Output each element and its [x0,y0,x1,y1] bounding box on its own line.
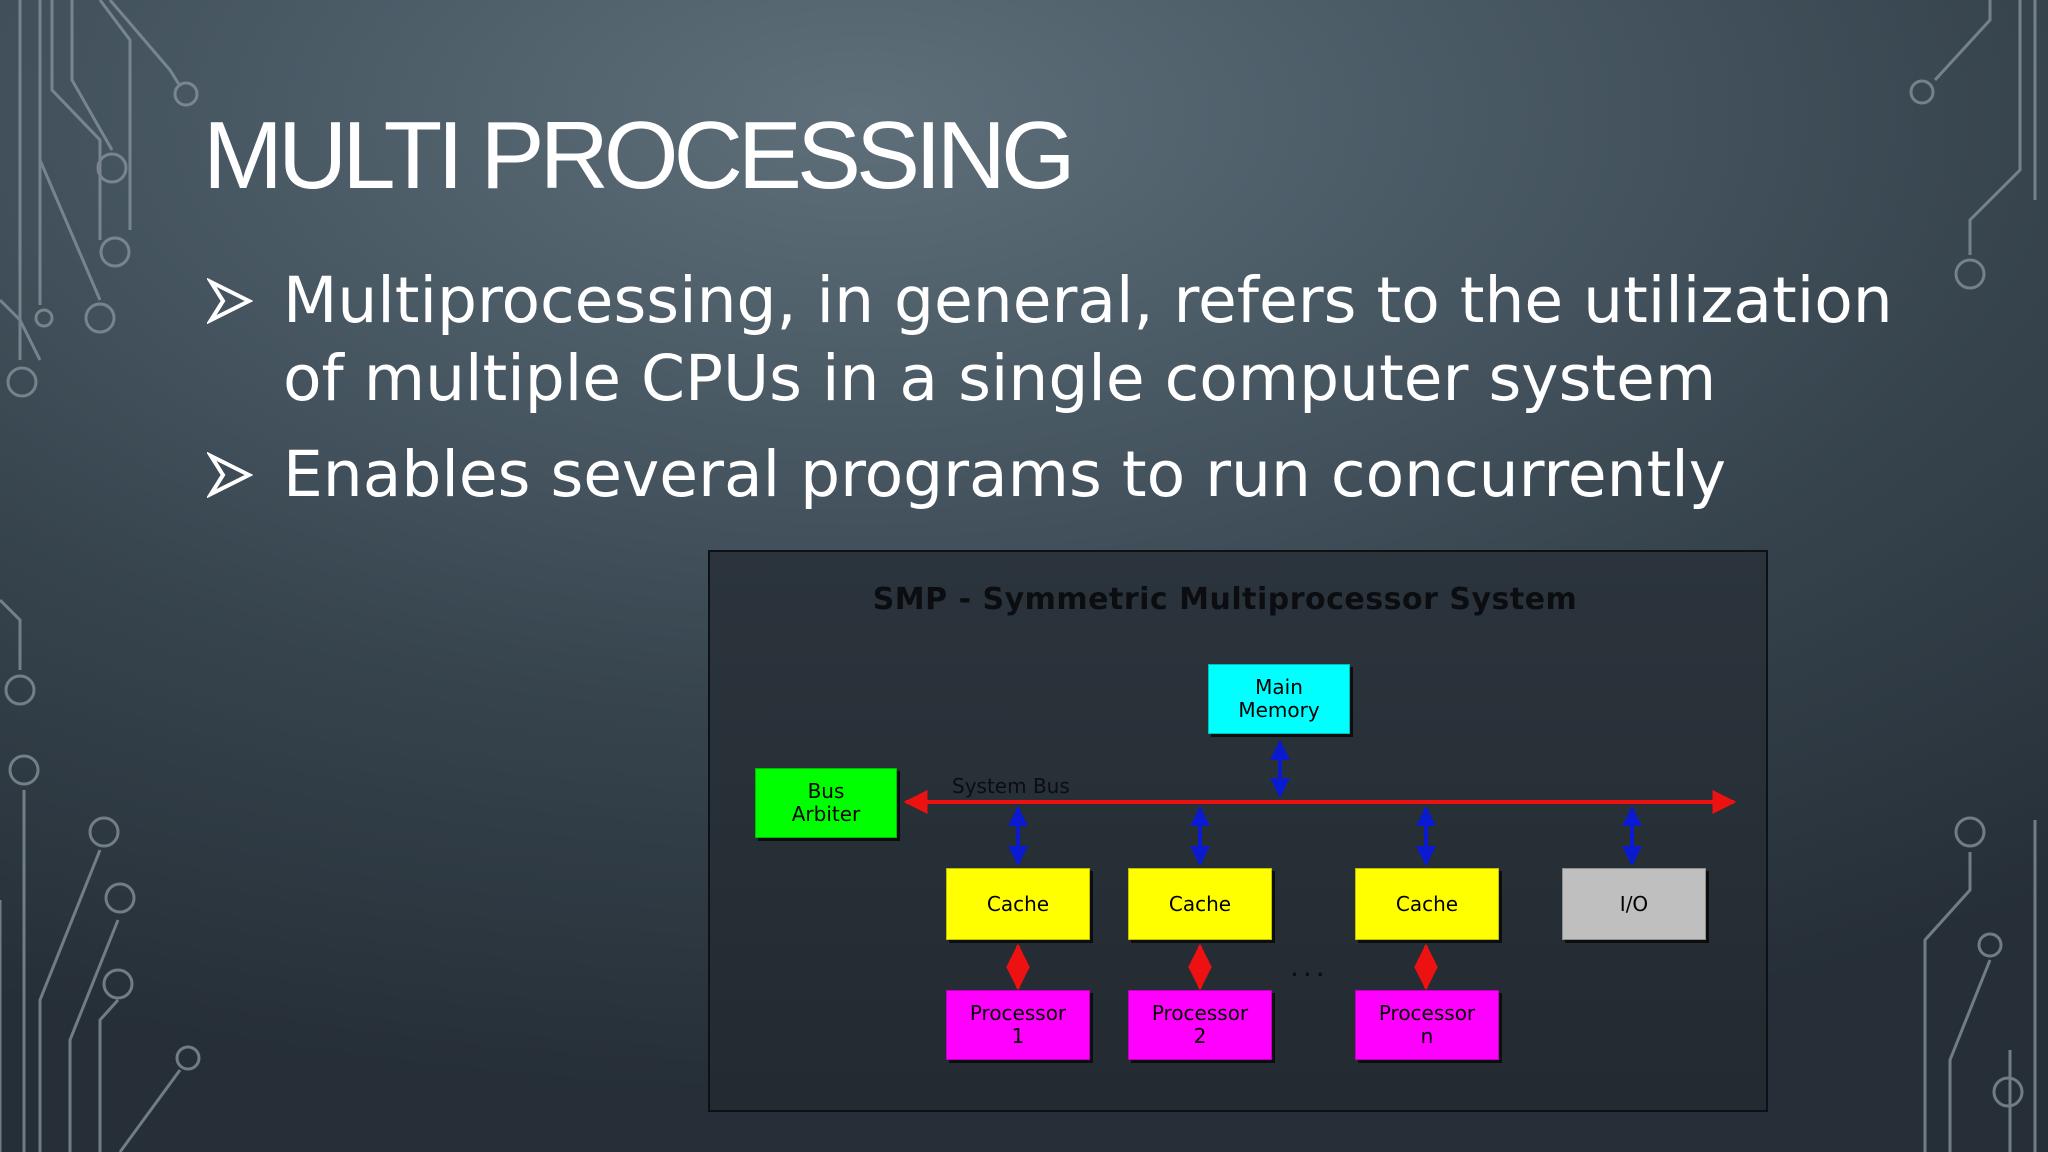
processor-box: Processor 2 [1128,990,1272,1060]
io-box: I/O [1562,868,1706,940]
cache-box: Cache [1128,868,1272,940]
cache-box: Cache [946,868,1090,940]
system-bus-label: System Bus [952,774,1070,798]
arrow-bullet-icon [207,278,253,324]
arrow-bullet-icon [207,452,253,498]
main-memory-box: Main Memory [1208,664,1350,734]
diagram-connectors [903,740,1737,991]
cache-box: Cache [1355,868,1499,940]
bullet-text: Multiprocessing, in general, refers to t… [283,264,1893,415]
ellipsis-label: ... [1290,950,1329,983]
bullet-item: Enables several programs to run concurre… [205,436,1905,514]
processor-box: Processor n [1355,990,1499,1060]
smp-diagram: SMP - Symmetric Multiprocessor System Ma… [708,550,1768,1112]
processor-box: Processor 1 [946,990,1090,1060]
bus-arbiter-box: Bus Arbiter [755,768,897,838]
bullet-list: Multiprocessing, in general, refers to t… [205,262,1905,532]
bullet-text: Enables several programs to run concurre… [283,438,1727,511]
slide-title: MULTI PROCESSING [203,102,1076,209]
diagram-title: SMP - Symmetric Multiprocessor System [872,582,1578,617]
bullet-item: Multiprocessing, in general, refers to t… [205,262,1905,418]
